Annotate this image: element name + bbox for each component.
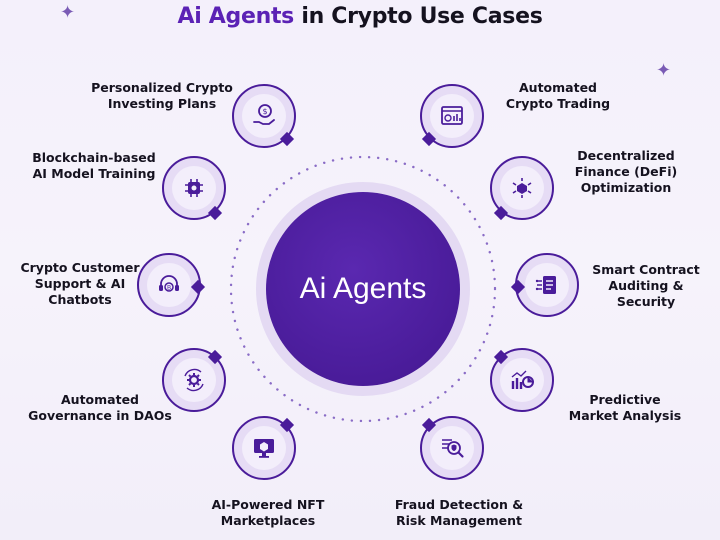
node-fraud-detection[interactable]: [420, 416, 484, 480]
label-line: Security: [616, 294, 676, 309]
bar-chart-icon: [511, 370, 534, 389]
node-personalized-investing[interactable]: $: [232, 84, 296, 148]
circuit-brain-icon: [185, 179, 203, 197]
label-fraud-detection: Fraud Detection & Risk Management: [384, 497, 534, 529]
label-line: Predictive: [589, 392, 661, 407]
node-blockchain-ai-training[interactable]: [162, 156, 226, 221]
label-line: Governance in DAOs: [28, 408, 172, 423]
label-smart-contract-audit: Smart Contract Auditing & Security: [586, 262, 706, 310]
label-line: Chatbots: [48, 292, 112, 307]
label-automated-trading: Automated Crypto Trading: [488, 80, 628, 112]
label-predictive-analysis: Predictive Market Analysis: [560, 392, 690, 424]
label-nft-marketplaces: AI-Powered NFT Marketplaces: [188, 497, 348, 529]
headset-coin-icon: B: [159, 275, 179, 292]
svg-text:B: B: [167, 285, 171, 292]
monitor-nft-icon: [254, 439, 274, 458]
label-line: Smart Contract: [592, 262, 700, 277]
contract-check-icon: [535, 276, 556, 294]
label-line: Optimization: [580, 180, 672, 195]
gear-cycle-icon: [184, 368, 204, 392]
label-line: Crypto Trading: [505, 96, 611, 111]
label-customer-support: Crypto Customer Support & AI Chatbots: [12, 260, 148, 308]
label-line: Auditing &: [608, 278, 684, 293]
cube-network-icon: [512, 178, 532, 198]
node-dao-governance[interactable]: [162, 348, 226, 412]
node-defi-optimization[interactable]: [490, 156, 554, 221]
label-line: Fraud Detection &: [394, 497, 524, 512]
label-line: Decentralized: [577, 148, 675, 163]
center-label: Ai Agents: [299, 272, 427, 305]
label-dao-governance: Automated Governance in DAOs: [20, 392, 180, 424]
label-blockchain-ai-training: Blockchain-based AI Model Training: [18, 150, 170, 182]
label-personalized-investing: Personalized Crypto Investing Plans: [82, 80, 242, 112]
label-defi-optimization: Decentralized Finance (DeFi) Optimizatio…: [562, 148, 690, 196]
node-predictive-analysis[interactable]: [490, 348, 554, 412]
label-line: Personalized Crypto: [91, 80, 233, 95]
title-accent: Ai Agents: [177, 4, 294, 29]
node-smart-contract-audit[interactable]: [510, 253, 579, 317]
label-line: Blockchain-based: [32, 150, 156, 165]
node-nft-marketplaces[interactable]: [232, 416, 296, 480]
label-line: Automated: [61, 392, 139, 407]
label-line: Market Analysis: [568, 408, 682, 423]
label-line: Support & AI: [34, 276, 126, 291]
trading-screen-icon: [441, 106, 463, 125]
label-line: AI Model Training: [32, 166, 156, 181]
label-line: Investing Plans: [107, 96, 217, 111]
label-line: Risk Management: [395, 513, 523, 528]
node-automated-trading[interactable]: [420, 84, 484, 148]
title-rest: in Crypto Use Cases: [293, 4, 543, 29]
page-title: Ai Agents in Crypto Use Cases: [0, 4, 720, 29]
hand-coin-icon: $: [253, 104, 275, 125]
label-line: Marketplaces: [220, 513, 316, 528]
sparkle-icon: ✦: [60, 2, 76, 23]
label-line: Finance (DeFi): [574, 164, 678, 179]
label-line: AI-Powered NFT: [211, 497, 325, 512]
shield-search-icon: [442, 439, 464, 458]
sparkle-icon: ✦: [656, 60, 672, 81]
label-line: Crypto Customer: [20, 260, 140, 275]
svg-text:$: $: [262, 107, 267, 116]
label-line: Automated: [519, 80, 597, 95]
center-hub: Ai Agents: [266, 192, 460, 386]
node-customer-support[interactable]: B: [137, 253, 206, 317]
